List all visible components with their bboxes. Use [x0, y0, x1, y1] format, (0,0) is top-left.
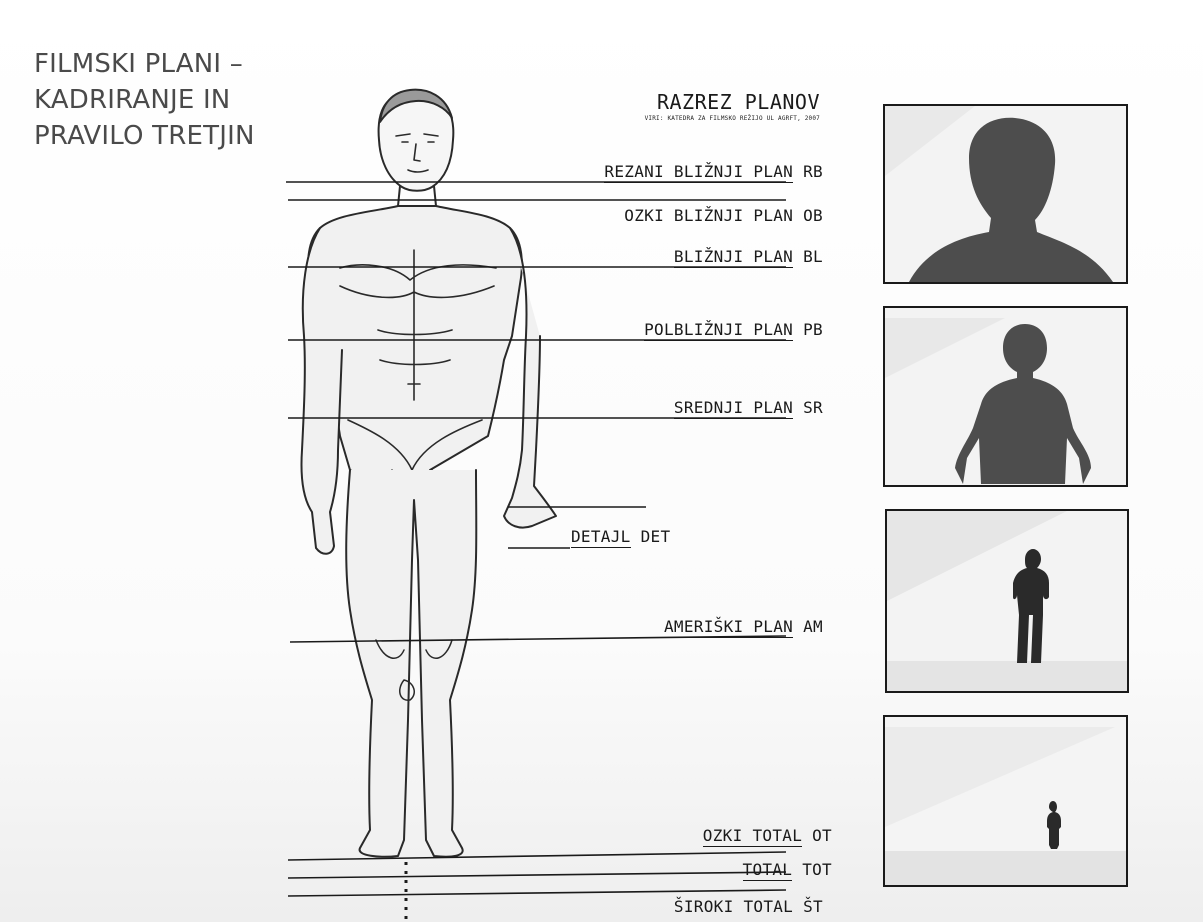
- wide-silhouette: [885, 717, 1126, 885]
- plan-abbr: PB: [803, 320, 823, 339]
- diagram-heading: RAZREZ PLANOV VIRI: KATEDRA ZA FILMSKO R…: [560, 90, 820, 122]
- figure-legs: [346, 470, 476, 857]
- plan-abbr: AM: [803, 617, 823, 636]
- plan-name: OZKI BLIŽNJI PLAN: [624, 206, 793, 226]
- plan-label-pb: POLBLIŽNJI PLAN PB: [644, 320, 823, 339]
- frame-medium: [883, 306, 1128, 487]
- medium-silhouette: [885, 308, 1126, 485]
- cut-line-st: [288, 890, 786, 896]
- plan-name: SREDNJI PLAN: [674, 398, 793, 419]
- plan-abbr: OB: [803, 206, 823, 225]
- close-up-silhouette: [885, 106, 1126, 282]
- plan-label-tot: TOTAL TOT: [743, 860, 832, 879]
- plan-abbr: OT: [812, 826, 832, 845]
- cut-line-tot: [288, 872, 786, 878]
- plan-label-st: ŠIROKI TOTAL ŠT: [674, 897, 823, 916]
- plan-abbr: RB: [803, 162, 823, 181]
- plan-name: BLIŽNJI PLAN: [674, 247, 793, 268]
- plan-abbr: ŠT: [803, 897, 823, 916]
- heading-source: VIRI: KATEDRA ZA FILMSKO REŽIJO UL AGRFT…: [560, 115, 820, 122]
- heading-title: RAZREZ PLANOV: [560, 90, 820, 114]
- plan-name: OZKI TOTAL: [703, 826, 802, 847]
- plan-name: ŠIROKI TOTAL: [674, 897, 793, 917]
- plan-label-bl: BLIŽNJI PLAN BL: [674, 247, 823, 266]
- frame-american: [885, 509, 1129, 693]
- plan-label-rb: REZANI BLIŽNJI PLAN RB: [604, 162, 823, 181]
- plan-name: POLBLIŽNJI PLAN: [644, 320, 793, 341]
- plan-label-det: DETAJL DET: [571, 527, 670, 546]
- plan-abbr: BL: [803, 247, 823, 266]
- plan-label-am: AMERIŠKI PLAN AM: [664, 617, 823, 636]
- human-figure-drawing: [301, 90, 556, 857]
- plan-name: DETAJL: [571, 527, 631, 548]
- plan-name: TOTAL: [743, 860, 793, 881]
- plan-name: AMERIŠKI PLAN: [664, 617, 793, 638]
- plan-abbr: SR: [803, 398, 823, 417]
- frame-wide: [883, 715, 1128, 887]
- plan-name: REZANI BLIŽNJI PLAN: [604, 162, 793, 183]
- american-silhouette: [887, 511, 1127, 691]
- plan-label-ob: OZKI BLIŽNJI PLAN OB: [624, 206, 823, 225]
- plan-abbr: DET: [641, 527, 671, 546]
- plan-label-sr: SREDNJI PLAN SR: [674, 398, 823, 417]
- plan-abbr: TOT: [802, 860, 832, 879]
- plan-label-ot: OZKI TOTAL OT: [703, 826, 832, 845]
- frame-close-up: [883, 104, 1128, 284]
